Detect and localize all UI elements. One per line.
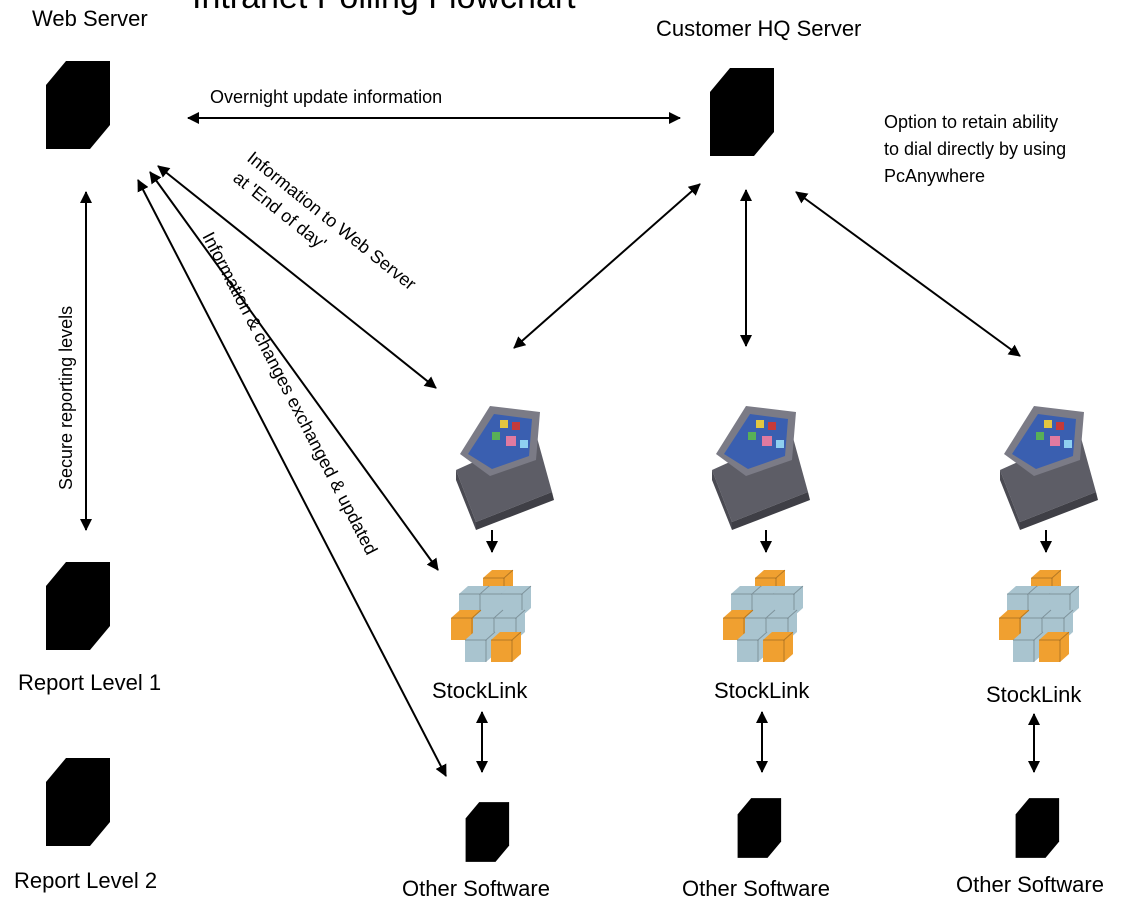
web-server-label: Web Server	[32, 6, 148, 31]
hq-server-icon	[710, 68, 774, 156]
other-software-icon	[737, 798, 782, 858]
stocklink-icon	[723, 570, 803, 662]
overnight-update-label: Overnight update information	[210, 87, 442, 107]
hq-terminal-3-arrow	[795, 191, 1021, 357]
hq-server-label: Customer HQ Server	[656, 16, 861, 41]
pos-terminal-icon	[456, 406, 554, 530]
exchanged-label: Information & changes exchanged & update…	[198, 229, 381, 558]
diagram-title: Intranet Polling Flowchart	[192, 0, 576, 16]
exchanged-arrow	[137, 179, 447, 777]
report-level-2-icon	[46, 758, 110, 846]
stocklink-icon	[999, 570, 1079, 662]
hq-terminal-1-arrow	[513, 183, 701, 349]
pcanywhere-note-line-1: Option to retain ability	[884, 112, 1058, 132]
eod-label-line-1: Information to Web Server	[244, 147, 420, 293]
secure-reporting-label: Secure reporting levels	[56, 306, 76, 490]
report-level-1-icon	[46, 562, 110, 650]
stocklink-label: StockLink	[986, 682, 1082, 707]
stocklink-label: StockLink	[432, 678, 528, 703]
report-level-2-label: Report Level 2	[14, 868, 157, 893]
other-software-label: Other Software	[402, 876, 550, 901]
pos-terminal-icon	[712, 406, 810, 530]
report-level-1-label: Report Level 1	[18, 670, 161, 695]
stocklink-icon	[451, 570, 531, 662]
pcanywhere-note-line-2: to dial directly by using	[884, 139, 1066, 159]
pcanywhere-note-line-3: PcAnywhere	[884, 166, 985, 186]
stocklink-label: StockLink	[714, 678, 810, 703]
other-software-icon	[1015, 798, 1060, 858]
web-server-icon	[46, 61, 110, 149]
pos-terminal-icon	[1000, 406, 1098, 530]
other-software-label: Other Software	[682, 876, 830, 901]
other-software-icon	[465, 802, 510, 862]
other-software-label: Other Software	[956, 872, 1104, 897]
